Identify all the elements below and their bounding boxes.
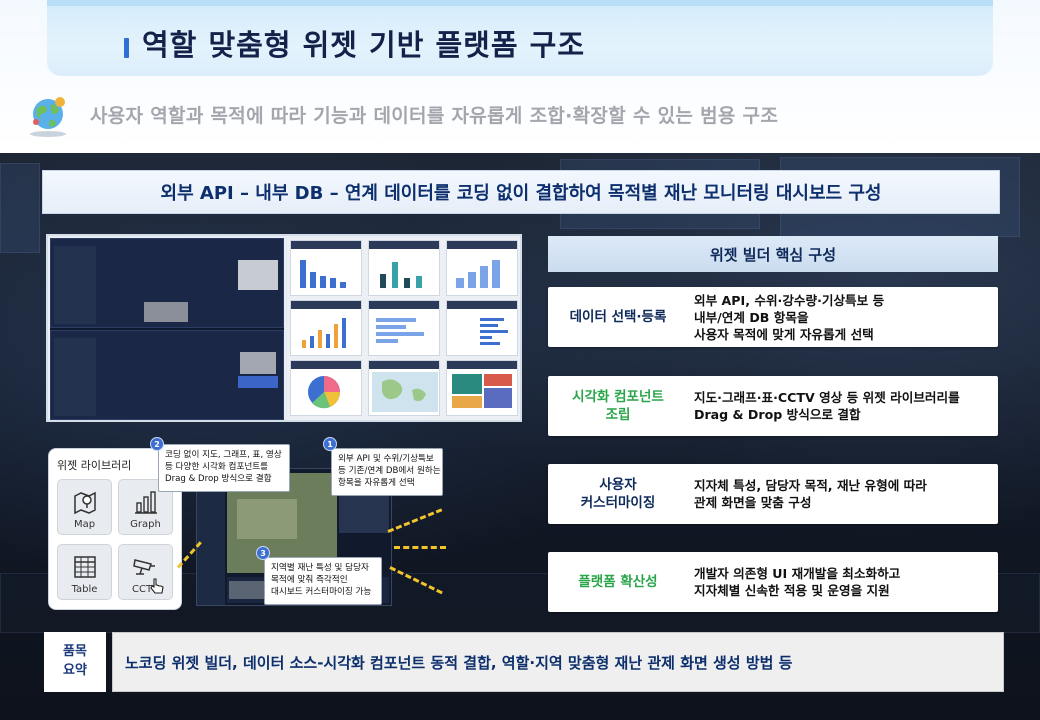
dashed-arrow [394,546,446,549]
core-structure-header: 위젯 빌더 핵심 구성 [548,236,998,272]
dashboard-screenshot [46,234,522,422]
step-badge-3: 3 [256,546,270,560]
feature-description: 지도·그래프·표·CCTV 영상 등 위젯 라이브러리를 Drag & Drop… [694,390,960,422]
feature-description: 지자체 특성, 담당자 목적, 재난 유형에 따라 관제 화면을 맞춤 구성 [694,478,927,510]
globe-icon [24,94,72,138]
chart-widgets-screenshot [288,238,520,420]
feature-visual-assembly: 시각화 컴포넌트 조립 지도·그래프·표·CCTV 영상 등 위젯 라이브러리를… [548,376,998,436]
feature-description: 개발자 의존형 UI 재개발을 최소화하고 지자체별 신속한 적용 및 운영을 … [694,566,901,598]
feature-label: 시각화 컴포넌트 조립 [572,388,664,423]
bar-graph-icon [134,491,157,514]
widget-tile-label: Map [73,519,96,530]
title-accent-bar [124,38,129,58]
table-icon [73,556,96,578]
step-badge-1: 1 [323,437,337,451]
banner: 외부 API – 내부 DB – 연계 데이터를 코딩 없이 결합하여 목적별 … [42,170,1000,214]
title-card [47,0,993,76]
page-title: 역할 맞춤형 위젯 기반 플랫폼 구조 [142,28,586,62]
feature-label: 플랫폼 확산성 [578,573,658,590]
callout-customizing: 지역별 재난 특성 및 담당자 목적에 맞춰 즉각적인 대시보드 커스터마이징 … [264,557,382,605]
widget-tile-label: CCTV [132,584,159,595]
summary-label: 품목 요약 [44,632,106,692]
pointer-hand-icon [150,578,164,594]
widget-tile-label: Table [71,584,98,595]
cctv-icon [132,559,155,575]
widget-library-title: 위젯 라이브러리 [57,459,132,472]
map-dashboard-screenshot [50,238,284,420]
feature-platform-scalability: 플랫폼 확산성 개발자 의존형 UI 재개발을 최소화하고 지자체별 신속한 적… [548,552,998,612]
map-pin-icon [73,491,96,515]
widget-tile-label: Graph [130,519,161,530]
feature-user-customizing: 사용자 커스터마이징 지자체 특성, 담당자 목적, 재난 유형에 따라 관제 … [548,464,998,524]
feature-description: 외부 API, 수위·강수량·기상특보 등 내부/연계 DB 항목을 사용자 목… [694,292,885,342]
summary-text: 노코딩 위젯 빌더, 데이터 소스-시각화 컴포넌트 동적 결합, 역할·지역 … [112,632,1004,692]
page-subtitle: 사용자 역할과 목적에 따라 기능과 데이터를 자유롭게 조합·확장할 수 있는… [90,105,779,127]
widget-tile-map[interactable]: Map [57,479,112,535]
callout-data-select: 외부 API 및 수위/기상특보 등 기존/연계 DB에서 원하는 항목을 자유… [331,448,443,496]
feature-label: 사용자 커스터마이징 [580,476,656,511]
widget-tile-table[interactable]: Table [57,544,112,600]
feature-data-select: 데이터 선택·등록 외부 API, 수위·강수량·기상특보 등 내부/연계 DB… [548,287,998,347]
step-badge-2: 2 [150,437,164,451]
callout-visual-components: 코딩 없이 지도, 그래프, 표, 영상 등 다양한 시각화 컴포넌트를 Dra… [158,444,290,492]
feature-label: 데이터 선택·등록 [569,308,667,325]
widget-tile-cctv[interactable]: CCTV [118,544,173,600]
